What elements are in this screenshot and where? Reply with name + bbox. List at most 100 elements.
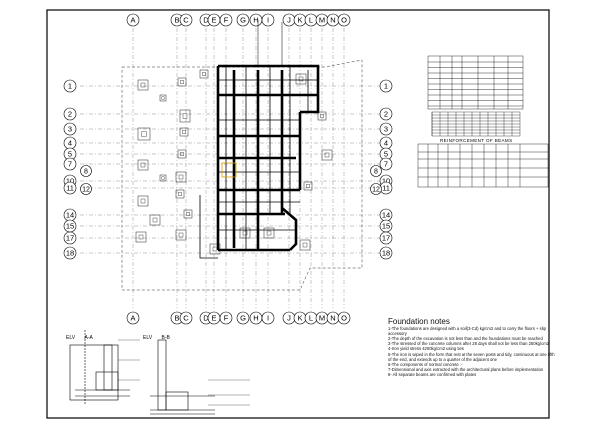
- elevation-detail-a: [69, 330, 140, 405]
- grid-bubble-left: [80, 165, 92, 177]
- grid-lines: [80, 28, 380, 308]
- grid-label: G: [240, 314, 246, 323]
- isolated-footing: [137, 195, 149, 207]
- grid-bubble-right: [379, 107, 393, 121]
- grid-bubble-right: [379, 122, 393, 136]
- grid-label: 1: [384, 82, 388, 91]
- grid-bubble-right: [379, 231, 393, 245]
- isolated-footing: [175, 229, 187, 241]
- grid-label: A: [130, 314, 135, 323]
- grid-label: 15: [382, 222, 390, 231]
- grid-label: 8: [84, 168, 88, 175]
- isolated-footing: [303, 181, 313, 191]
- grid-label: 10: [66, 177, 74, 186]
- isolated-footing: [321, 149, 333, 161]
- grid-label: 7: [68, 160, 72, 169]
- grid-bubble-left: [63, 246, 77, 260]
- isolated-footing: [175, 171, 187, 183]
- grid-label: I: [267, 314, 269, 323]
- reinforcement-table-title: REINFORCEMENT OF BEAMS: [440, 138, 513, 143]
- isolated-footing: [295, 73, 307, 85]
- grid-bubble-bottom: [337, 311, 351, 325]
- note-item: 3-The stressed of the concrete columns a…: [388, 341, 550, 347]
- grid-label: N: [330, 16, 335, 25]
- grid-label: 18: [66, 249, 74, 258]
- notes-heading: Foundation notes: [388, 317, 450, 326]
- grid-label: M: [319, 314, 325, 323]
- column-stub: [140, 198, 146, 204]
- grid-label: 11: [66, 184, 74, 193]
- grid-label: 2: [384, 110, 388, 119]
- grid-label: H: [253, 314, 258, 323]
- grid-label: 7: [384, 160, 388, 169]
- grid-label: 5: [68, 150, 72, 159]
- isolated-footing: [317, 111, 327, 121]
- foundation-notes: Foundation notes 1-The foundations are d…: [388, 317, 558, 377]
- grid-label: K: [297, 16, 302, 25]
- grid-bubble-left: [63, 79, 77, 93]
- column-stub: [320, 114, 324, 118]
- grid-label: L: [309, 314, 313, 323]
- grid-label: 12: [372, 186, 380, 193]
- grid-bubble-right: [370, 183, 382, 195]
- isolated-footing: [263, 227, 275, 239]
- note-item: 8- All separate beams are confirmed with…: [388, 371, 477, 377]
- isolated-footing: [179, 109, 191, 123]
- column-stub: [202, 72, 206, 76]
- column-stub: [182, 113, 188, 119]
- column-stub: [178, 232, 184, 238]
- grid-label: 14: [382, 211, 390, 220]
- table-frame: [427, 55, 524, 110]
- grid-bubble-left: [63, 181, 77, 195]
- grid-bubble-bottom: [261, 311, 275, 325]
- highlighted-footing: [221, 162, 237, 178]
- isolated-footing: [239, 227, 251, 239]
- grid-bubble-top: [337, 13, 351, 27]
- footings-layer: [135, 69, 333, 255]
- grid-bubble-top: [179, 13, 193, 27]
- grid-label: J: [287, 314, 291, 323]
- grid-bubble-right: [370, 165, 382, 177]
- grid-label: 11: [382, 184, 390, 193]
- column-stub: [140, 82, 146, 88]
- column-stub: [266, 230, 272, 236]
- elevation-detail-b: [150, 339, 250, 415]
- column-stub: [186, 212, 190, 216]
- grid-label: F: [224, 314, 229, 323]
- grid-bubble-right: [379, 157, 393, 171]
- isolated-footing: [177, 149, 187, 159]
- grid-label: 18: [382, 249, 390, 258]
- sheet-border: [46, 9, 550, 419]
- grid-label: 3: [68, 125, 72, 134]
- column-stub: [182, 130, 186, 134]
- strip-footings: [216, 64, 320, 252]
- grid-bubble-left: [63, 122, 77, 136]
- elevation-b-label: ELV B-B: [143, 335, 170, 341]
- grid-label: E: [211, 16, 216, 25]
- grid-label: A: [130, 16, 135, 25]
- grid-label: 2: [68, 110, 72, 119]
- grid-label: 17: [382, 234, 390, 243]
- isolated-footing: [299, 239, 311, 251]
- note-item: 2-The depth of the excavation is not les…: [388, 336, 543, 342]
- isolated-footing: [137, 79, 149, 91]
- elevation-a-label: ELV A-A: [66, 335, 93, 341]
- grid-label: K: [297, 314, 302, 323]
- column-stub: [161, 96, 165, 100]
- note-item: 1-The foundations are designed with a so…: [388, 326, 546, 337]
- isolated-footing: [175, 189, 185, 199]
- grid-label: M: [319, 16, 325, 25]
- grid-label: L: [309, 16, 313, 25]
- isolated-footing: [135, 231, 147, 243]
- grid-label: C: [183, 314, 189, 323]
- grid-label: N: [330, 314, 335, 323]
- column-stub: [152, 217, 158, 223]
- note-item: 6-The components of normal concrete :-: [388, 361, 463, 367]
- grid-label: E: [211, 314, 216, 323]
- section-label: A-A: [84, 335, 93, 341]
- isolated-footing: [183, 209, 193, 219]
- column-stub: [178, 192, 182, 196]
- column-stub: [178, 174, 184, 180]
- column-stub: [140, 162, 146, 168]
